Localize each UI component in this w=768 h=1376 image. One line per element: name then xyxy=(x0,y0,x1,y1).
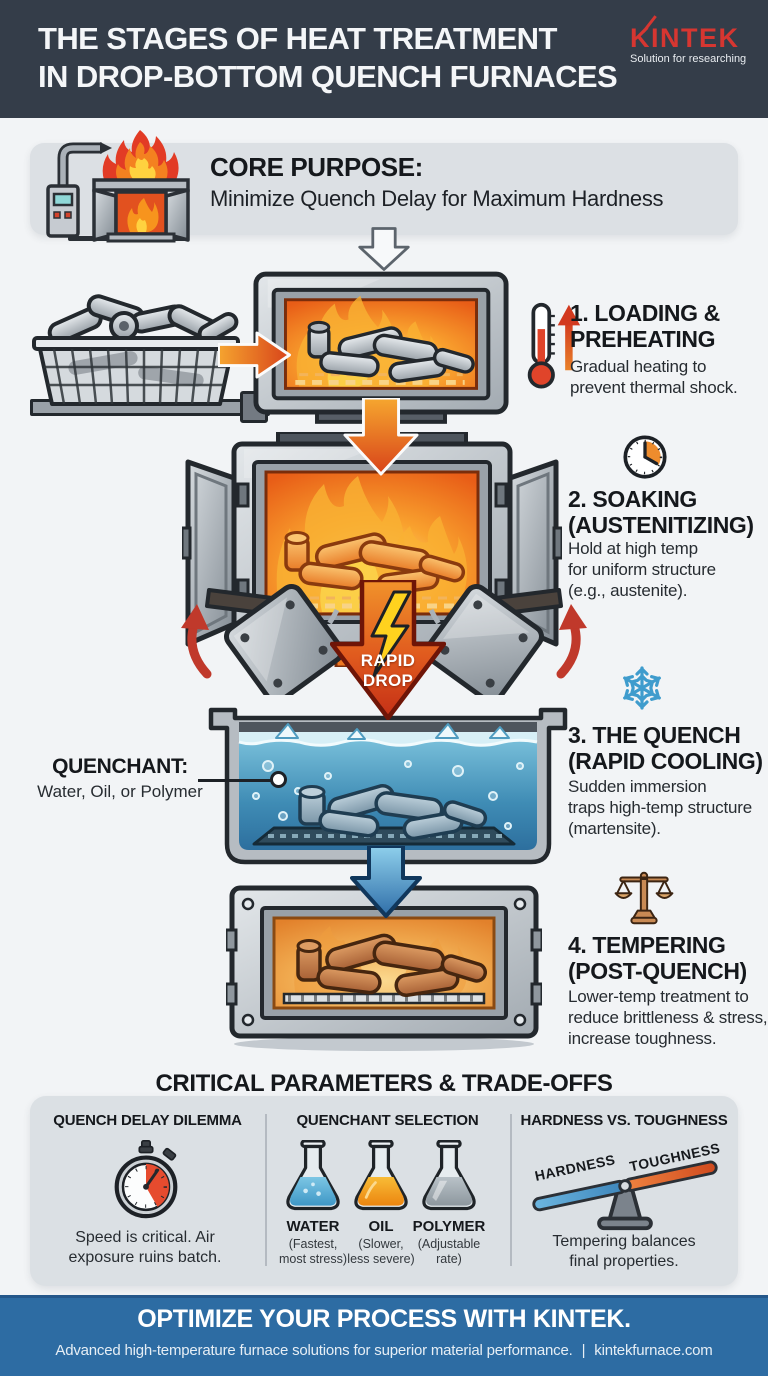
load-arrow-right-icon xyxy=(218,331,291,379)
flask-polymer-label: POLYMER xyxy=(412,1218,486,1235)
header-bar xyxy=(0,0,768,118)
brand-name: KINTEK xyxy=(630,23,740,53)
seesaw-icon: HARDNESS TOUGHNESS xyxy=(532,1140,722,1231)
stopwatch-icon xyxy=(114,1140,178,1219)
flask-water-label: WATER xyxy=(286,1218,340,1235)
footer-tagline: Advanced high-temperature furnace soluti… xyxy=(55,1342,573,1359)
column-1-heading: QUENCH DELAY DILEMMA xyxy=(53,1112,242,1129)
flask-polymer-note: (Adjustable rate) xyxy=(417,1237,481,1266)
quenchant-heading: QUENCHANT: xyxy=(52,755,188,778)
rapid-drop-label: RAPID DROP xyxy=(360,651,416,690)
stage-3-description: Sudden immersion traps high-temp structu… xyxy=(568,777,752,838)
column-3-text: Tempering balances final properties. xyxy=(552,1233,696,1270)
rapid-drop-arrow-icon xyxy=(330,580,446,720)
snowflake-icon xyxy=(623,666,661,710)
flask-oil-label: OIL xyxy=(368,1218,394,1235)
lightning-icon xyxy=(370,590,412,678)
swing-arrow-left-icon xyxy=(187,617,212,679)
stage-2-description: Hold at high temp for uniform structure … xyxy=(568,539,716,600)
quenchant-subheading: Water, Oil, or Polymer xyxy=(37,782,203,801)
preheat-furnace-illustration xyxy=(253,271,509,424)
quench-tank-illustration xyxy=(208,707,568,865)
core-purpose-subheading: Minimize Quench Delay for Maximum Hardne… xyxy=(210,186,664,211)
core-purpose-heading: CORE PURPOSE: xyxy=(210,152,423,182)
thermometer-icon xyxy=(527,302,581,389)
stage-4-title: 4. TEMPERING (POST-QUENCH) xyxy=(568,932,747,984)
flask-oil-icon xyxy=(354,1140,408,1211)
flask-polymer-icon xyxy=(422,1140,476,1211)
footer-website: kintekfurnace.com xyxy=(594,1342,713,1359)
flask-water-icon xyxy=(286,1140,340,1211)
footer-subtitle: Advanced high-temperature furnace soluti… xyxy=(0,1342,768,1359)
column-1-text: Speed is critical. Air exposure ruins ba… xyxy=(68,1229,222,1266)
stage-4-description: Lower-temp treatment to reduce brittlene… xyxy=(568,987,768,1048)
parameters-title: CRITICAL PARAMETERS & TRADE-OFFS xyxy=(155,1070,613,1097)
stage-2-title: 2. SOAKING (AUSTENITIZING) xyxy=(568,486,754,538)
scale-icon xyxy=(614,871,674,925)
stage-3-title: 3. THE QUENCH (RAPID COOLING) xyxy=(568,722,763,774)
footer-separator: | xyxy=(581,1342,586,1359)
brand-tagline: Solution for researching xyxy=(630,53,747,65)
footer-title: OPTIMIZE YOUR PROCESS WITH KINTEK. xyxy=(137,1305,631,1333)
footer-bar xyxy=(0,1295,768,1376)
flask-water-note: (Fastest, most stress) xyxy=(278,1237,348,1266)
cool-arrow-down-icon xyxy=(350,846,422,918)
swing-arrow-right-icon xyxy=(556,617,581,679)
stage-1-title: 1. LOADING & PREHEATING xyxy=(570,300,720,352)
furnace-icon xyxy=(46,130,190,243)
balance-left-label: HARDNESS xyxy=(533,1151,616,1184)
quenchant-leader-dot xyxy=(270,771,287,788)
panel-divider xyxy=(510,1114,512,1266)
stage-1-description: Gradual heating to prevent thermal shock… xyxy=(570,357,738,397)
page-title: THE STAGES OF HEAT TREATMENT IN DROP-BOT… xyxy=(38,21,618,94)
flask-oil-note: (Slower, less severe) xyxy=(347,1237,415,1266)
column-3-heading: HARDNESS VS. TOUGHNESS xyxy=(520,1112,728,1129)
panel-divider xyxy=(265,1114,267,1266)
quenchant-leader-line xyxy=(198,779,284,782)
heat-arrow-down-icon xyxy=(343,398,419,476)
clock-icon xyxy=(623,435,667,479)
drop-doors-illustration xyxy=(181,584,587,695)
tempering-furnace-illustration xyxy=(226,885,542,1051)
kintek-logo: KINTEK Solution for researching xyxy=(630,24,750,65)
column-2-heading: QUENCHANT SELECTION xyxy=(296,1112,479,1129)
flow-arrow-down-icon xyxy=(358,227,410,271)
